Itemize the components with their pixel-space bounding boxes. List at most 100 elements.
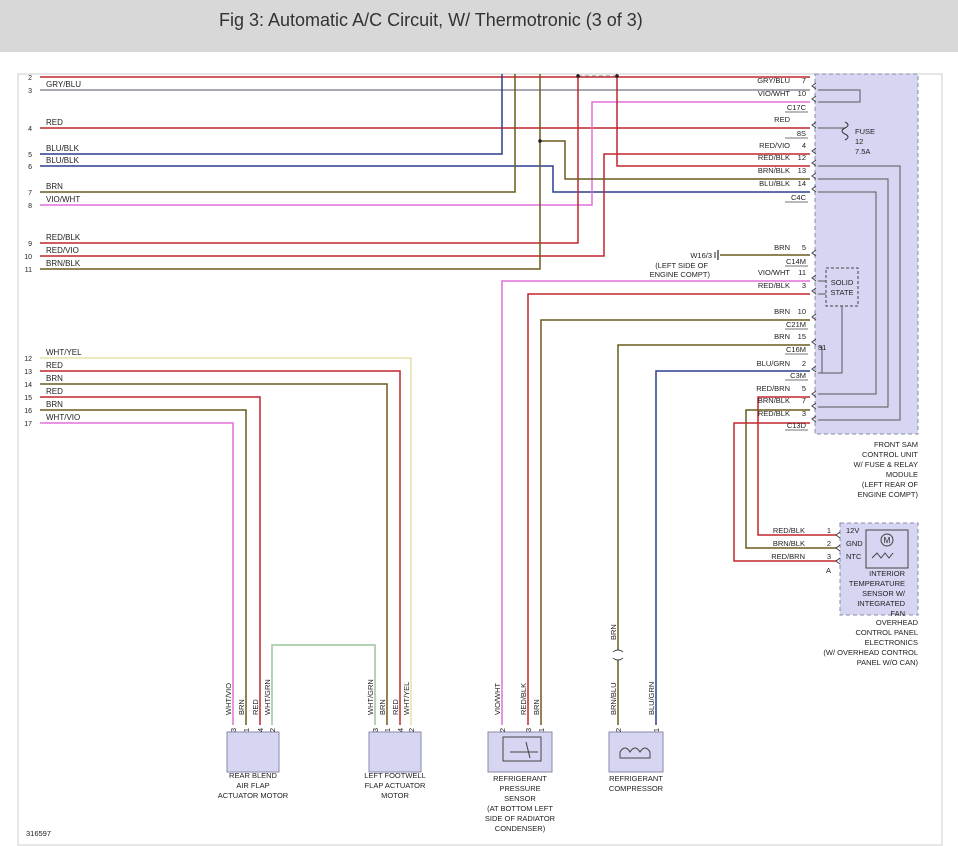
component-wire-label: WHT/GRN <box>366 679 375 715</box>
module-pin-14: 14 <box>798 179 806 188</box>
component-wire-label: BRN <box>378 699 387 715</box>
front-sam-module <box>814 73 919 435</box>
wire-brn-blk-sensor <box>745 409 837 549</box>
module-pin-7: 7 <box>802 396 806 405</box>
module-connector-chevron <box>811 287 817 295</box>
connector-id: C16M <box>786 345 806 354</box>
component-pin: 3 <box>229 728 238 732</box>
sensor-connector-chevron <box>835 531 841 539</box>
left-pin-14: 14 <box>24 382 32 389</box>
module-pin-5: 5 <box>802 243 806 252</box>
sensor-caption: INTERIOR <box>869 569 905 578</box>
sensor-pin: 3 <box>827 552 831 561</box>
left-pin-12: 12 <box>24 356 32 363</box>
left-pin-6: 6 <box>28 164 32 171</box>
solid-out <box>818 346 823 373</box>
component-wire-label: VIO/WHT <box>493 683 502 715</box>
component-pin: 4 <box>396 728 405 732</box>
module-wire-label: BRN <box>774 307 790 316</box>
component-wire-label: RED/BLK <box>519 683 528 715</box>
component-wire-label: BRN <box>237 699 246 715</box>
module-connector-chevron <box>811 415 817 423</box>
module-bus-14 <box>818 191 877 395</box>
overhead-module <box>839 522 919 616</box>
module-pin-7: 7 <box>802 76 806 85</box>
wire-brn-compressor <box>617 344 810 650</box>
page-title: Fig 3: Automatic A/C Circuit, W/ Thermot… <box>219 10 643 30</box>
sensor-connector-chevron <box>835 557 841 565</box>
wire-red-blk-12 <box>616 74 810 167</box>
left-wire-label-4: RED <box>46 118 63 127</box>
wire-red-blk-sensor <box>733 422 837 562</box>
document-id: 316597 <box>26 829 51 838</box>
front-sam-caption: W/ FUSE & RELAY <box>854 460 918 469</box>
component-wire-label: BLU/GRN <box>647 682 656 715</box>
module-pin-12: 12 <box>798 153 806 162</box>
solid-state-label: SOLID <box>831 278 854 287</box>
wire-wht-grn <box>271 644 376 725</box>
front-sam-caption: MODULE <box>886 470 918 479</box>
ground-location: ENGINE COMPT) <box>650 270 711 279</box>
pressure-symbol <box>502 736 542 762</box>
component-pin: 2 <box>407 728 416 732</box>
module-wire-label: RED/BLK <box>758 409 790 418</box>
wire-brn-blk-13 <box>540 140 810 180</box>
wire-red-blk-sensor <box>527 293 810 725</box>
left-pin-8: 8 <box>28 203 32 210</box>
ground-label: W16/3 <box>690 251 712 260</box>
front-sam-caption: CONTROL UNIT <box>862 450 918 459</box>
splice-dot <box>615 74 619 78</box>
overhead-caption: CONTROL PANEL <box>855 628 918 637</box>
connector-id: 8S <box>797 129 806 138</box>
motor-letter: M <box>884 536 891 545</box>
component-wire-label: WHT/GRN <box>263 679 272 715</box>
component-pin: 3 <box>524 728 533 732</box>
component-pin: 2 <box>498 728 507 732</box>
component-caption: FLAP ACTUATOR <box>365 781 426 790</box>
module-wire-label: RED/BRN <box>756 384 790 393</box>
module-wire-label: BLU/BLK <box>759 179 790 188</box>
compressor-symbol <box>619 747 651 759</box>
wire-vio-wht-sensor <box>501 280 810 725</box>
overhead-caption: OVERHEAD <box>876 618 919 627</box>
module-wire-label: RED <box>774 115 790 124</box>
sensor-connector-chevron <box>835 544 841 552</box>
sensor-wire-label: RED/BRN <box>771 552 805 561</box>
left-wire-label-7: BRN <box>46 182 63 191</box>
module-wire-label: BRN <box>774 243 790 252</box>
wire-vio-wht <box>40 101 810 206</box>
left-wire-label-14: BRN <box>46 374 63 383</box>
module-wire-label: RED/BLK <box>758 153 790 162</box>
module-connector-chevron <box>811 121 817 129</box>
wire-blu-blk-5 <box>40 74 503 155</box>
component-caption: (AT BOTTOM LEFT <box>487 804 553 813</box>
module-wire-label: GRY/BLU <box>757 76 790 85</box>
left-pin-7: 7 <box>28 190 32 197</box>
pressure-symbol <box>525 741 531 759</box>
sensor-terminal: 12V <box>846 526 859 535</box>
component-caption: LEFT FOOTWELL <box>364 771 426 780</box>
module-pin-4: 4 <box>802 141 806 150</box>
inline-connector <box>612 649 624 661</box>
left-pin-3: 3 <box>28 88 32 95</box>
connector-id: C17C <box>787 103 807 112</box>
overhead-caption: ELECTRONICS <box>865 638 918 647</box>
component-caption: ACTUATOR MOTOR <box>218 791 289 800</box>
sensor-terminal: NTC <box>846 552 862 561</box>
left-wire-label-12: WHT/YEL <box>46 348 82 357</box>
left-wire-label-8: VIO/WHT <box>46 195 80 204</box>
fuse-symbol <box>841 121 849 141</box>
wire-brn-14 <box>40 383 388 725</box>
component-wire-label: BRN <box>532 699 541 715</box>
module-bus-12 <box>818 165 901 421</box>
sensor-caption: FAN <box>890 609 905 618</box>
module-pin-10: 10 <box>798 89 806 98</box>
wire-red-15 <box>40 396 261 725</box>
component-pin: 2 <box>268 728 277 732</box>
fuse-label: FUSE <box>855 127 875 136</box>
component-wire-label: WHT/YEL <box>402 682 411 715</box>
sensor-terminal: GND <box>846 539 863 548</box>
module-connector-chevron <box>811 159 817 167</box>
left-wire-label-16: BRN <box>46 400 63 409</box>
module-pin-13: 13 <box>798 166 806 175</box>
